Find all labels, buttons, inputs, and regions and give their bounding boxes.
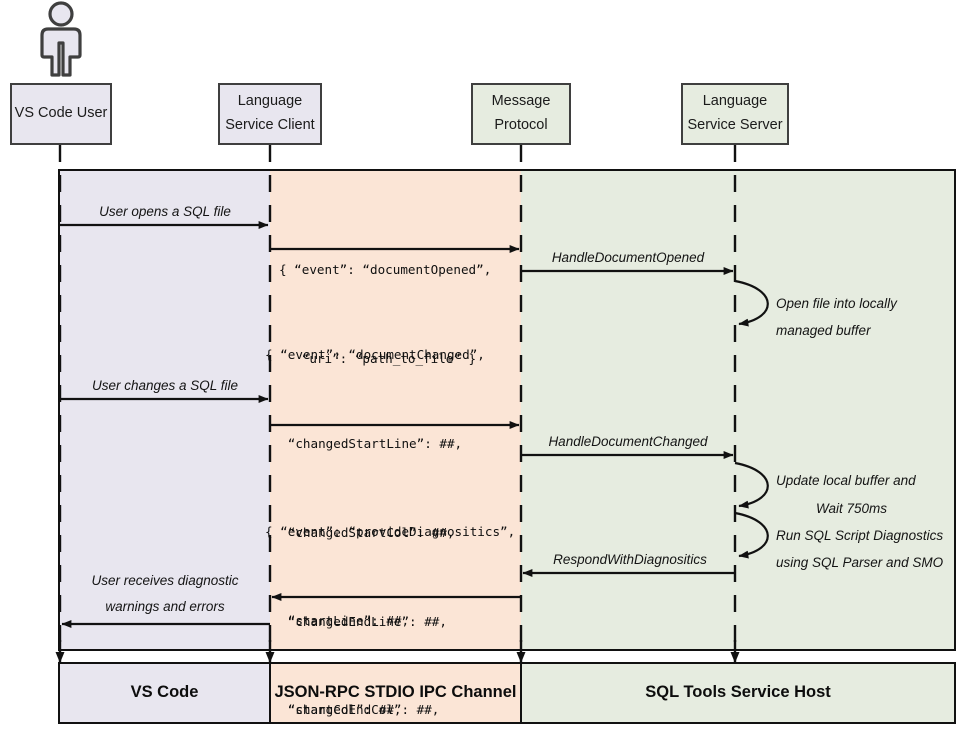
band-vscode — [59, 170, 270, 650]
payload-line: “changedEndLine”: ##, — [265, 613, 447, 629]
participant-language-service-client[interactable]: Language Service Client — [218, 83, 322, 145]
participant-vs-code-user[interactable]: VS Code User — [10, 83, 112, 145]
label-user-changes-sql-file: User changes a SQL file — [60, 373, 270, 399]
person-icon — [40, 1, 82, 77]
note-run-diagnostics-line-2: using SQL Parser and SMO — [776, 555, 944, 570]
label-user-receives-diagnostics: User receives diagnostic warnings and er… — [58, 568, 272, 621]
payload-line: “startCol”: ##, — [265, 701, 402, 717]
footer-label-ipc: JSON-RPC STDIO IPC Channel — [274, 683, 517, 701]
payload-line: { “event”: “provideDiagnositics”, — [265, 524, 516, 540]
payload-line: { “event”: “documentOpened”, — [279, 262, 492, 278]
label-line: User opens a SQL file — [99, 204, 231, 219]
participant-label-line-2: Protocol — [494, 117, 548, 133]
note-run-diagnostics-line-1: Run SQL Script Diagnostics — [776, 528, 944, 543]
footer-band-service — [520, 662, 956, 724]
payload-line: “uri”: “path_to_file” } — [279, 350, 477, 366]
participant-label-line-2: Service Client — [225, 117, 315, 133]
note-update-buffer-line-2: Wait 750ms — [816, 501, 888, 516]
payload-line: “changedStartLine”: ##, — [265, 435, 463, 451]
label-line: User changes a SQL file — [91, 378, 239, 393]
label-handle-document-changed: HandleDocumentChanged — [521, 429, 735, 455]
payload-line: { “event”: “documentChanged”, — [265, 347, 485, 363]
participant-label-line-2: Service Server — [687, 117, 783, 133]
participant-label-line-1: Language — [237, 93, 303, 110]
payload-document-changed: { “event”: “documentChanged”, “changedSt… — [265, 281, 515, 732]
footer-label-service-host: SQL Tools Service Host — [645, 683, 831, 701]
note-update-buffer-line-1: Update local buffer and — [776, 473, 916, 488]
participant-label-line-1: Language — [702, 93, 768, 110]
label-handle-document-opened: HandleDocumentOpened — [521, 245, 735, 271]
payload-document-opened: { “event”: “documentOpened”, “uri”: “pat… — [279, 196, 491, 433]
band-outline — [58, 169, 956, 651]
payload-line: “changedEndCol”: ##, — [265, 702, 440, 718]
label-line: RespondWithDiagnositics — [553, 552, 707, 567]
participant-label-line-1: Message — [491, 93, 551, 110]
self-loop-open-file — [734, 279, 769, 327]
label-respond-with-diagnositics: RespondWithDiagnositics — [523, 547, 737, 573]
self-loop-update-buffer — [734, 461, 769, 509]
label-line: HandleDocumentOpened — [551, 250, 705, 265]
payload-line: “changedStartCol”: ##, — [265, 524, 455, 540]
note-open-file-line-2: managed buffer — [776, 323, 871, 338]
band-service — [521, 170, 955, 650]
self-loop-run-diagnostics — [734, 511, 769, 559]
participant-language-service-server[interactable]: Language Service Server — [681, 83, 789, 145]
footer-label-vs-code: VS Code — [130, 683, 199, 701]
label-line-1: User receives diagnostic — [91, 573, 239, 588]
label-line: HandleDocumentChanged — [548, 434, 708, 449]
payload-provide-diagnositics: { “event”: “provideDiagnositics”, “start… — [265, 458, 515, 732]
participant-message-protocol[interactable]: Message Protocol — [471, 83, 571, 145]
label-user-opens-sql-file: User opens a SQL file — [60, 199, 270, 225]
participant-label: VS Code User — [14, 105, 108, 122]
payload-line: “startLine”: ##, — [265, 612, 410, 628]
note-open-file-line-1: Open file into locally — [776, 296, 897, 311]
label-line-2: warnings and errors — [105, 599, 225, 615]
